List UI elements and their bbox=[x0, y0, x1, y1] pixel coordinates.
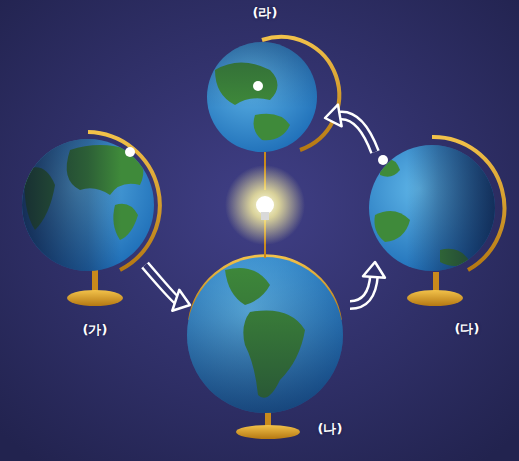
stage-label: (다) bbox=[455, 320, 480, 338]
arrow-outline bbox=[145, 265, 178, 301]
arrow-inner bbox=[350, 275, 374, 305]
flow-arrow bbox=[325, 105, 375, 152]
flow-arrow bbox=[145, 265, 190, 311]
stage-label: (라) bbox=[253, 4, 278, 22]
arrow-head bbox=[325, 105, 342, 127]
flow-arrow bbox=[350, 262, 385, 305]
globe-node: (가) bbox=[20, 135, 145, 345]
arrow-inner bbox=[145, 265, 178, 301]
arrow-outline bbox=[350, 275, 374, 305]
globe-node: (라) bbox=[205, 2, 325, 162]
globe-node: (나) bbox=[190, 250, 350, 445]
arrow-inner bbox=[338, 115, 375, 152]
arrow-head bbox=[363, 262, 385, 278]
globe-node: (다) bbox=[375, 140, 505, 345]
arrow-head bbox=[172, 290, 190, 311]
stage-label: (나) bbox=[318, 420, 343, 438]
stage-label: (가) bbox=[83, 321, 108, 339]
arrow-outline bbox=[338, 115, 375, 152]
